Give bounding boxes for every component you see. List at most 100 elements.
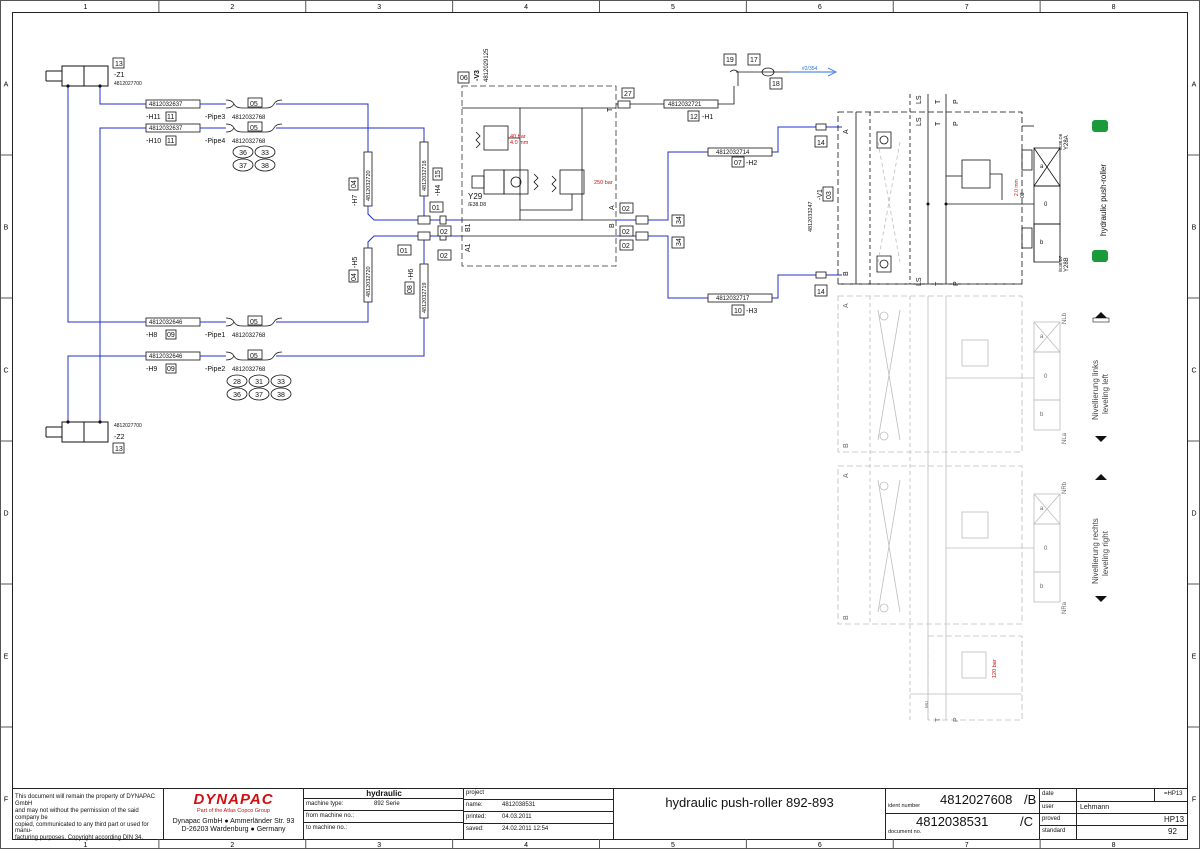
project-label: project xyxy=(466,790,485,796)
disclaimer-line: copied, communicated to any third part o… xyxy=(15,821,149,835)
grid-column-label: 4 xyxy=(524,842,528,849)
cylinder-tag: -Z2 xyxy=(114,434,125,441)
spool-position: a xyxy=(1040,164,1044,170)
disclaimer-line: and may not without the permission of th… xyxy=(15,807,139,821)
drawing-title: hydraulic push-roller 892-893 xyxy=(665,795,834,810)
drawing-title-block: hydraulic push-roller 892-893 xyxy=(614,789,886,839)
port-label: A xyxy=(843,473,850,478)
port-label: LS xyxy=(916,95,923,104)
cylinder-part: 4812027700 xyxy=(114,423,142,429)
hose-part: 4812032720 xyxy=(366,170,372,201)
grid-column-label: 1 xyxy=(83,4,87,11)
port-label: B xyxy=(843,615,850,620)
printed-value: 04.03.2011 xyxy=(502,814,532,820)
to-machine-label: to machine no.: xyxy=(306,825,348,831)
hose-tag: -H11 xyxy=(146,114,161,121)
hose-part: 4812032717 xyxy=(716,296,750,302)
hose-number: 15 xyxy=(435,170,442,178)
hose-number: 08 xyxy=(407,285,414,293)
fitting-number: 34 xyxy=(676,216,683,224)
valve-v3 xyxy=(457,71,617,267)
port-label: P xyxy=(953,281,960,286)
ident-block: ident number 4812027608 /B document no. … xyxy=(886,789,1040,839)
machine-type: 892 Serie xyxy=(374,801,400,807)
section-title: Nivellierung links xyxy=(1091,360,1100,420)
port-label: A1 xyxy=(465,243,472,252)
proved-label: proved xyxy=(1042,816,1061,822)
grid-row-label: A xyxy=(1192,82,1197,89)
direction-indicators xyxy=(1092,120,1110,602)
grid-row-label: C xyxy=(3,368,8,375)
hose-part: 4812032646 xyxy=(149,320,183,326)
port-label: P xyxy=(953,121,960,126)
item-reference: 31 xyxy=(255,379,263,386)
grid-row-label: E xyxy=(1192,654,1197,661)
hose-part: 4812032646 xyxy=(149,354,183,360)
hose-number: 04 xyxy=(351,273,358,281)
ident-value: 4812027608 xyxy=(940,792,1013,807)
port-label: P xyxy=(953,717,960,722)
printed-label: printed: xyxy=(466,814,487,820)
approval-block: date =HP13 user Lehmann proved HP13 stan… xyxy=(1040,789,1188,839)
cylinder-z2 xyxy=(45,421,109,443)
hose-number: 11 xyxy=(167,114,174,121)
solenoid-tag: NLa xyxy=(1062,432,1068,444)
fitting-number: 19 xyxy=(726,57,734,64)
block-tag: -V1 xyxy=(817,189,824,200)
spool-position: b xyxy=(1040,412,1044,418)
sheet-code: HP13 xyxy=(1164,815,1185,824)
hose-part: 4812032719 xyxy=(422,282,428,313)
port-label: A xyxy=(609,205,616,210)
user-label: user xyxy=(1042,804,1054,810)
pipe-tag: -Pipe4 xyxy=(205,138,225,145)
pipe-part: 4812032768 xyxy=(232,367,266,373)
hose-tag: -H1 xyxy=(702,114,713,121)
port-label: MU xyxy=(924,701,929,708)
solenoid-reference: /E38.D8 xyxy=(468,202,486,208)
hose-number: 11 xyxy=(167,138,174,145)
orifice-size: 2.0 mm xyxy=(1014,179,1020,196)
hose-tag: -H8 xyxy=(146,332,157,339)
pipe-number: 05 xyxy=(250,319,258,326)
spool-position: 0 xyxy=(1044,546,1048,552)
item-reference: 36 xyxy=(233,392,241,399)
solenoid-reference: /E38.D7 xyxy=(1058,255,1063,272)
grid-row-label: C xyxy=(1191,368,1196,375)
saved-value: 24.02.2011 12:54 xyxy=(502,826,549,832)
hose-number: 09 xyxy=(167,366,175,373)
item-reference: 37 xyxy=(239,163,247,170)
valve-number: 06 xyxy=(460,75,468,82)
fitting-number: 14 xyxy=(817,289,825,296)
fitting-number: 14 xyxy=(817,140,825,147)
item-reference: 33 xyxy=(261,150,269,157)
hose-number: 04 xyxy=(351,180,358,188)
cylinder-lines xyxy=(67,86,138,422)
port-label: T xyxy=(935,717,942,722)
grid-column-label: 3 xyxy=(377,842,381,849)
port-label: P xyxy=(953,99,960,104)
disclaimer-line: This document will remain the property o… xyxy=(15,794,155,807)
cylinder-number: 13 xyxy=(115,446,123,453)
project-block: project name: 4812038531 printed: 04.03.… xyxy=(464,789,614,839)
machine-type-label: machine type: xyxy=(306,801,344,807)
grid-column-label: 7 xyxy=(965,4,969,11)
grid-column-label: 6 xyxy=(818,4,822,11)
item-reference: 38 xyxy=(261,163,269,170)
section-subtitle: leveling right xyxy=(1101,530,1110,576)
spool-position: a xyxy=(1040,334,1044,340)
spool-position: b xyxy=(1040,240,1044,246)
grid-column-label: 7 xyxy=(965,842,969,849)
fitting-number: 17 xyxy=(750,57,758,64)
fitting-number: 18 xyxy=(772,81,780,88)
section-title: hydraulic push-roller xyxy=(1099,164,1108,236)
logo-subtitle: Part of the Atlas Copco Group xyxy=(196,808,271,815)
grid-column-label: 3 xyxy=(377,4,381,11)
pipe-tag: -Pipe3 xyxy=(205,114,225,121)
fitting-number: 02 xyxy=(440,229,448,236)
fitting-number: 34 xyxy=(676,238,683,246)
solenoid-tag: NLb xyxy=(1062,312,1068,324)
relief-setting: 120 bar xyxy=(992,659,998,678)
grid-column-label: 6 xyxy=(818,842,822,849)
